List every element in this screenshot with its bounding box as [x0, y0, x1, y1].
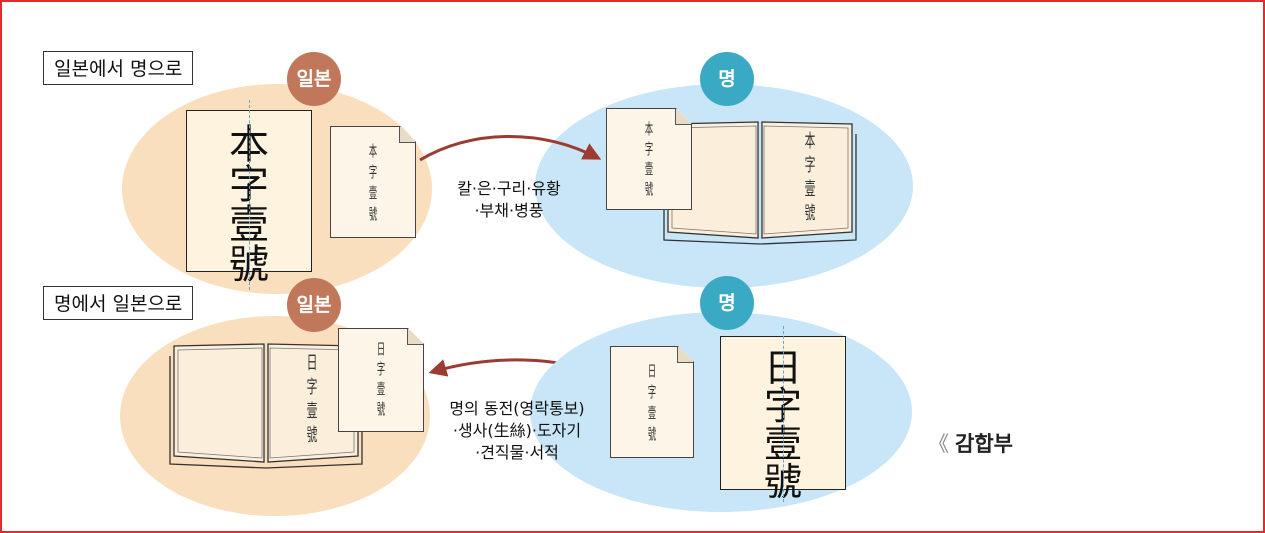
japan-badge-bottom: 일본 [287, 278, 341, 332]
bottom-section-label: 명에서 일본으로 [43, 286, 194, 320]
paper-mark: 號 [368, 205, 378, 223]
paper-mark: 日 [647, 362, 657, 380]
paper-on-book-top: 本 字 壹 號 [606, 108, 692, 210]
paper-top-marks: 本 字 壹 號 [350, 141, 396, 225]
paper-mark: 本 [368, 142, 378, 160]
book-top-marks: 本 字 壹 號 [798, 130, 822, 226]
tally-char: 壹 [763, 422, 802, 466]
caption-marker: 《 [928, 432, 949, 456]
trade-goods-top: 칼·은·구리·유황 ·부채·병풍 [434, 178, 584, 222]
paper-mark: 壹 [644, 160, 654, 178]
paper-mark: 號 [376, 400, 386, 418]
paper-bottom-marks: 日 字 壹 號 [629, 361, 674, 445]
book-mark: 號 [306, 425, 318, 446]
tally-bottom-seam [783, 326, 784, 502]
register-book-bottom [169, 343, 363, 469]
paper-mark: 字 [647, 383, 657, 401]
paper-mark: 壹 [376, 380, 386, 398]
book-mark: 壹 [306, 401, 318, 422]
paper-mark: 字 [368, 163, 378, 181]
tally-char: 字 [763, 384, 802, 428]
trade-goods-line: ·부채·병풍 [474, 201, 544, 220]
book-mark: 壹 [804, 179, 816, 200]
book-mark: 本 [804, 131, 816, 152]
ming-badge-bottom: 명 [700, 276, 754, 330]
paper-on-book-top-marks: 本 字 壹 號 [626, 119, 672, 199]
tally-char: 號 [763, 460, 802, 504]
tally-char: 日 [763, 346, 802, 390]
top-section-label: 일본에서 명으로 [43, 51, 194, 85]
paper-mark: 本 [644, 120, 654, 138]
book-mark: 字 [804, 155, 816, 176]
trade-goods-line: 명의 동전(영락통보) [449, 399, 585, 418]
tally-bottom-chars: 日 字 壹 號 [721, 349, 845, 501]
paper-top: 本 字 壹 號 [330, 126, 416, 238]
paper-mark: 字 [644, 140, 654, 158]
paper-bottom: 日 字 壹 號 [610, 346, 694, 458]
paper-mark: 壹 [647, 404, 657, 422]
paper-mark: 壹 [368, 184, 378, 202]
book-bottom-marks: 日 字 壹 號 [300, 352, 324, 448]
paper-mark: 號 [644, 180, 654, 198]
ming-badge-top: 명 [700, 52, 754, 106]
paper-on-book-bottom-marks: 日 字 壹 號 [358, 339, 404, 419]
caption-text: 감합부 [955, 432, 1013, 456]
book-mark: 字 [306, 377, 318, 398]
paper-mark: 日 [376, 340, 386, 358]
paper-mark: 號 [647, 425, 657, 443]
paper-mark: 字 [376, 360, 386, 378]
caption: 《감합부 [928, 428, 1013, 458]
register-book-top [663, 121, 857, 245]
tally-top-seam [249, 100, 250, 290]
japan-badge-top: 일본 [287, 52, 341, 106]
book-mark: 號 [804, 203, 816, 224]
trade-goods-bottom: 명의 동전(영락통보) ·생사(生絲)·도자기 ·견직물·서적 [432, 398, 602, 464]
paper-on-book-bottom: 日 字 壹 號 [338, 328, 424, 432]
trade-goods-line: 칼·은·구리·유황 [457, 179, 561, 198]
trade-goods-line: ·생사(生絲)·도자기 [452, 421, 582, 440]
book-mark: 日 [306, 353, 318, 374]
trade-goods-line: ·견직물·서적 [475, 443, 559, 462]
